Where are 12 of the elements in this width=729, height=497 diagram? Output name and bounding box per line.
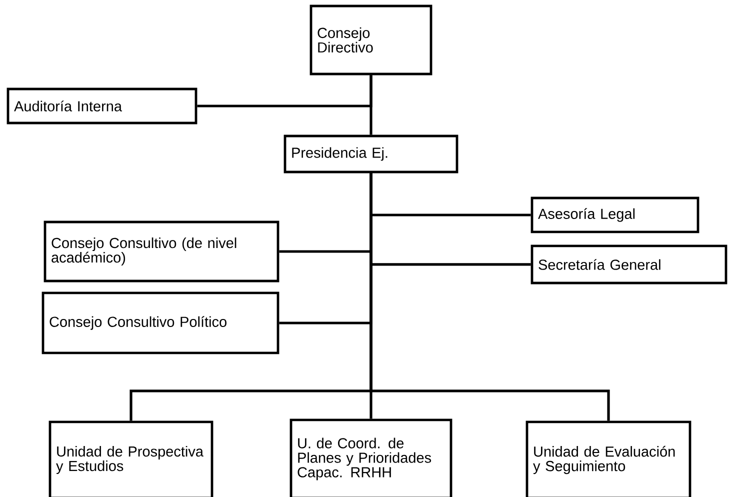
- org-box: Consejo Consultivo (de nivel académico): [44, 220, 280, 282]
- org-box: Consejo Directivo: [310, 4, 432, 76]
- org-box: Consejo Consultivo Político: [42, 292, 280, 354]
- org-box: Unidad de Evaluación y Seguimiento: [526, 420, 692, 497]
- org-box: Unidad de Prospectiva y Estudios: [48, 420, 214, 497]
- connector-line: [197, 75, 372, 108]
- org-box: Asesoría Legal: [530, 196, 700, 234]
- connector-line: [370, 173, 610, 421]
- org-box: U. de Coord. de Planes y Prioridades Capac. RRHH: [290, 418, 452, 497]
- org-box: Auditoría Interna: [6, 88, 198, 124]
- org-box: Presidencia Ej.: [284, 134, 458, 174]
- org-box: Secretaría General: [530, 244, 728, 284]
